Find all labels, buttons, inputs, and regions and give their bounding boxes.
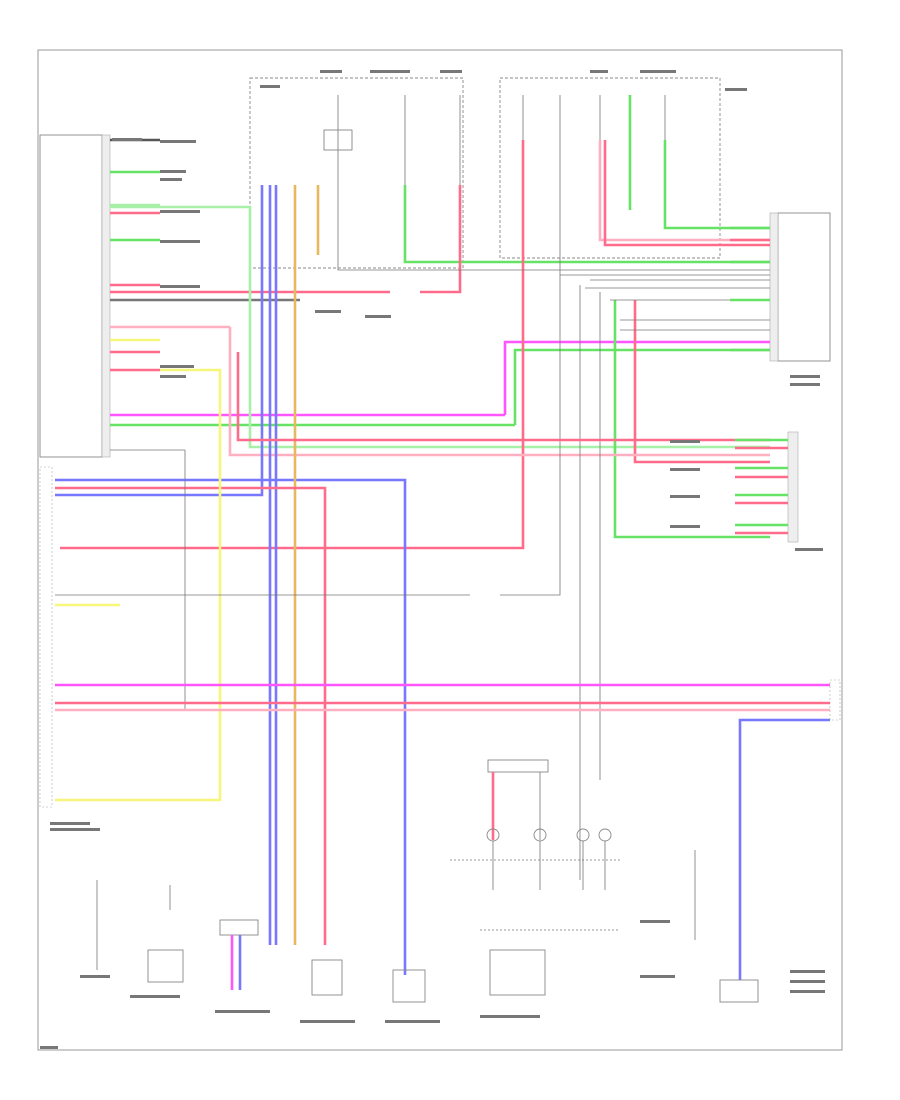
- green-bus-wires: [110, 140, 770, 539]
- cluster-pin-wires: [735, 438, 788, 535]
- left-module-wires: [110, 138, 515, 451]
- fuse-block-top: [249, 77, 464, 269]
- fuse-block-top-right: [499, 77, 721, 259]
- tiny-labels: [40, 70, 823, 1049]
- bottom-components: [80, 759, 825, 1023]
- left-module-box: [39, 134, 103, 458]
- red-wires-mid: [55, 352, 770, 945]
- right-module-box: [777, 212, 831, 362]
- right-module-pin-wires: [730, 226, 770, 352]
- left-connector-strip: [39, 466, 53, 808]
- cluster-connector: [787, 431, 799, 543]
- red-wires-top: [60, 140, 770, 550]
- blue-wires: [55, 185, 830, 980]
- left-module-connector: [101, 134, 111, 458]
- diagram-frame: [37, 49, 843, 1051]
- top-fuse-stubs: [323, 95, 666, 210]
- horizontal-buses: [55, 594, 830, 712]
- right-connector-strip: [829, 679, 841, 721]
- dark-wires: [337, 140, 770, 880]
- right-module-connector: [769, 212, 779, 362]
